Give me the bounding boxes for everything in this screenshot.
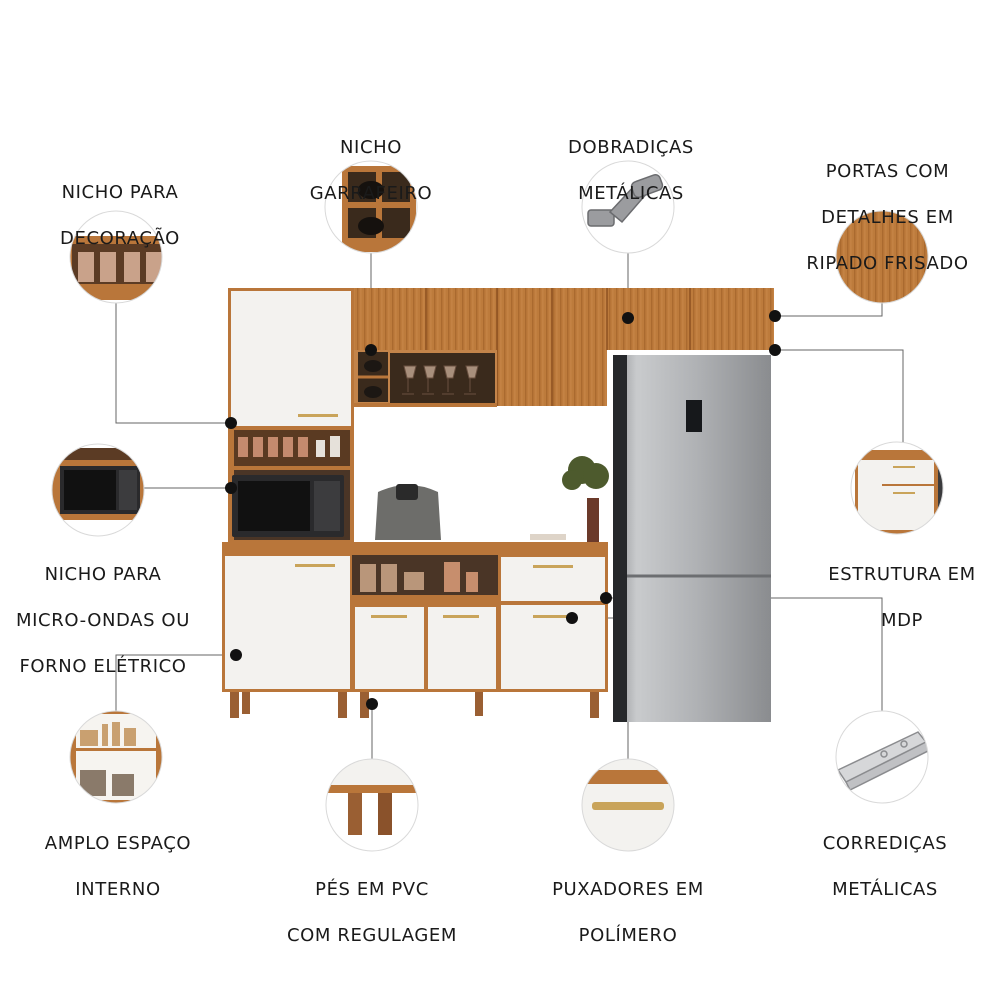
- label-nicho-garrafeiro: NICHO GARRAFEIRO: [291, 113, 451, 228]
- detail-mdp: [851, 442, 943, 534]
- detail-corredicas: [836, 711, 928, 803]
- kitchen-furniture: [222, 288, 774, 722]
- label-nicho-decoracao: NICHO PARA DECORAÇÃO: [40, 158, 200, 273]
- label-puxadores: PUXADORES EM POLÍMERO: [533, 855, 723, 970]
- label-line: AMPLO ESPAÇO: [44, 833, 192, 854]
- label-line: METÁLICAS: [832, 879, 938, 900]
- detail-puxadores: [582, 759, 674, 851]
- label-line: DETALHES EM: [821, 207, 954, 228]
- label-line: RIPADO FRISADO: [806, 253, 969, 274]
- label-line: CORREDIÇAS: [822, 833, 948, 854]
- label-line: FORNO ELÉTRICO: [19, 656, 187, 677]
- label-line: COM REGULAGEM: [286, 925, 458, 946]
- detail-ripado: [836, 211, 928, 303]
- label-line: METÁLICAS: [578, 183, 684, 204]
- label-line: GARRAFEIRO: [309, 183, 433, 204]
- detail-decoracao: [70, 211, 162, 303]
- label-pes-pvc: PÉS EM PVC COM REGULAGEM: [272, 855, 472, 970]
- label-corredicas: CORREDIÇAS METÁLICAS: [800, 809, 970, 924]
- label-line: PUXADORES EM: [552, 879, 704, 900]
- hinge-icon: [587, 174, 664, 227]
- upper-ripado-cabinet: [354, 288, 774, 350]
- air-fryer: [375, 485, 441, 540]
- label-line: DECORAÇÃO: [60, 228, 180, 249]
- label-estrutura-mdp: ESTRUTURA EM MDP: [822, 540, 982, 655]
- detail-dobradicas: [582, 161, 674, 253]
- label-portas-ripado: PORTAS COM DETALHES EM RIPADO FRISADO: [790, 137, 985, 298]
- label-line: DOBRADIÇAS: [568, 137, 694, 158]
- detail-garrafeiro: [325, 161, 417, 253]
- label-line: PORTAS COM: [825, 161, 950, 182]
- detail-amplo: [70, 711, 162, 803]
- leader-mdp: [775, 349, 904, 442]
- countertop: [222, 542, 608, 555]
- label-dobradicas: DOBRADIÇAS METÁLICAS: [541, 113, 721, 228]
- label-line: NICHO PARA: [61, 182, 179, 203]
- label-line: ESTRUTURA EM: [828, 564, 976, 585]
- detail-pes: [326, 759, 418, 851]
- leader-decoracao: [115, 303, 231, 424]
- label-line: PÉS EM PVC: [315, 879, 429, 900]
- detail-microondas: [52, 444, 144, 536]
- handle-icon: [592, 802, 664, 810]
- label-nicho-microondas: NICHO PARA MICRO-ONDAS OU FORNO ELÉTRICO: [8, 540, 198, 701]
- label-line: MDP: [880, 610, 924, 631]
- label-line: INTERNO: [75, 879, 161, 900]
- label-line: MICRO-ONDAS OU: [16, 610, 190, 631]
- label-amplo-espaco: AMPLO ESPAÇO INTERNO: [28, 809, 208, 924]
- anchor-dots: [225, 310, 781, 710]
- leader-ripado: [775, 303, 883, 317]
- label-line: NICHO PARA: [44, 564, 162, 585]
- label-line: POLÍMERO: [578, 925, 678, 946]
- label-line: NICHO: [339, 137, 403, 158]
- leader-amplo: [115, 654, 236, 711]
